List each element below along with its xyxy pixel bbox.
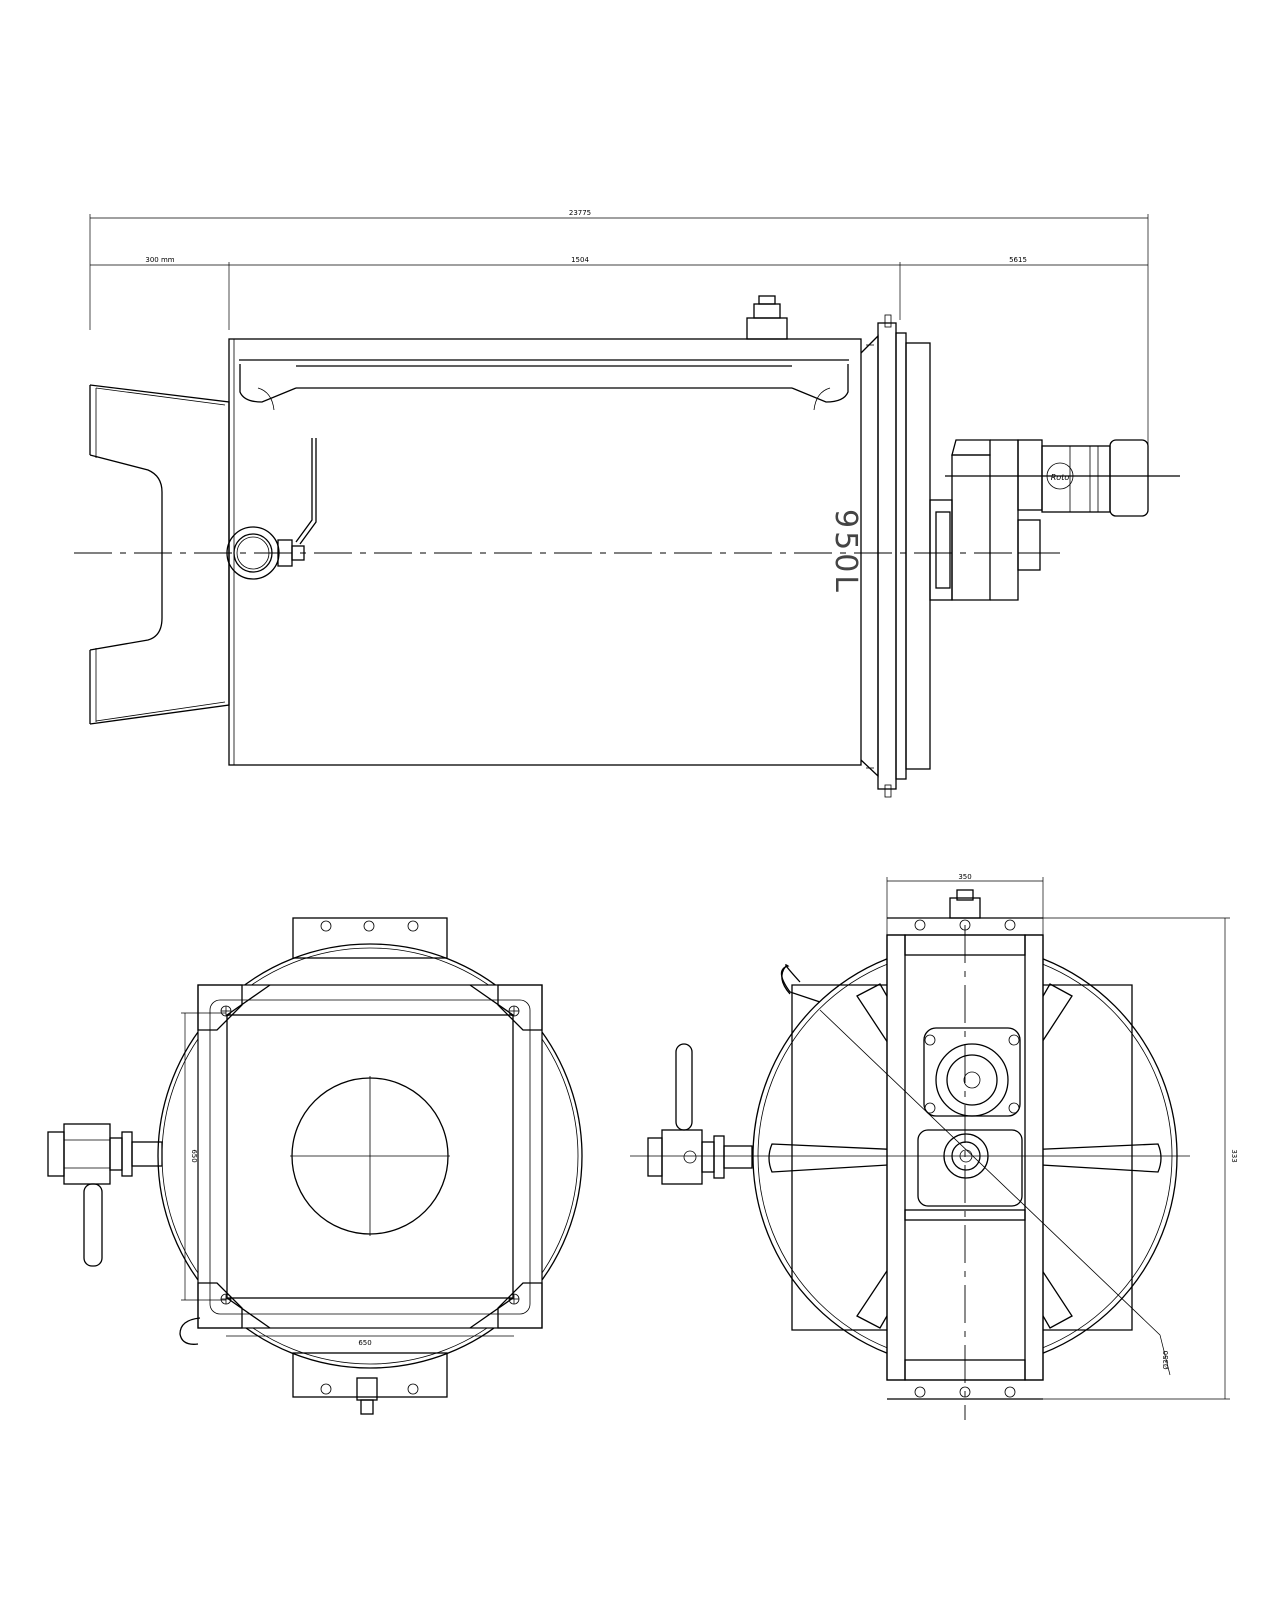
front-view: 650 650 bbox=[47, 917, 583, 1415]
dim-front-width: 650 bbox=[358, 1339, 371, 1347]
motor-brand-logo: Roto bbox=[1051, 473, 1070, 482]
dim-front-height: 650 bbox=[190, 1149, 198, 1162]
front-valve bbox=[47, 1123, 163, 1267]
top-fitting bbox=[746, 295, 788, 340]
dim-right: 5615 bbox=[1009, 256, 1027, 264]
hopper bbox=[89, 384, 230, 725]
drum-body bbox=[228, 338, 862, 766]
top-dimension-lines: 23775 300 mm 1504 5615 bbox=[89, 209, 1149, 460]
dim-overall: 23775 bbox=[569, 209, 591, 217]
top-handle bbox=[239, 359, 849, 411]
end-flange bbox=[860, 314, 931, 798]
dim-rear-height: 333 bbox=[1230, 1149, 1238, 1162]
dim-left: 300 mm bbox=[145, 256, 174, 264]
dim-middle: 1504 bbox=[571, 256, 589, 264]
gear-motor: Roto bbox=[929, 439, 1180, 601]
rear-view: 350 333 bbox=[630, 873, 1238, 1420]
rear-valve bbox=[647, 1043, 753, 1185]
dim-rear-diameter: Ø350 bbox=[1162, 1351, 1170, 1370]
side-view: 950L R bbox=[74, 295, 1180, 798]
side-valve bbox=[226, 438, 317, 580]
dim-rear-top: 350 bbox=[958, 873, 971, 881]
tank-capacity-label: 950L bbox=[828, 509, 863, 595]
